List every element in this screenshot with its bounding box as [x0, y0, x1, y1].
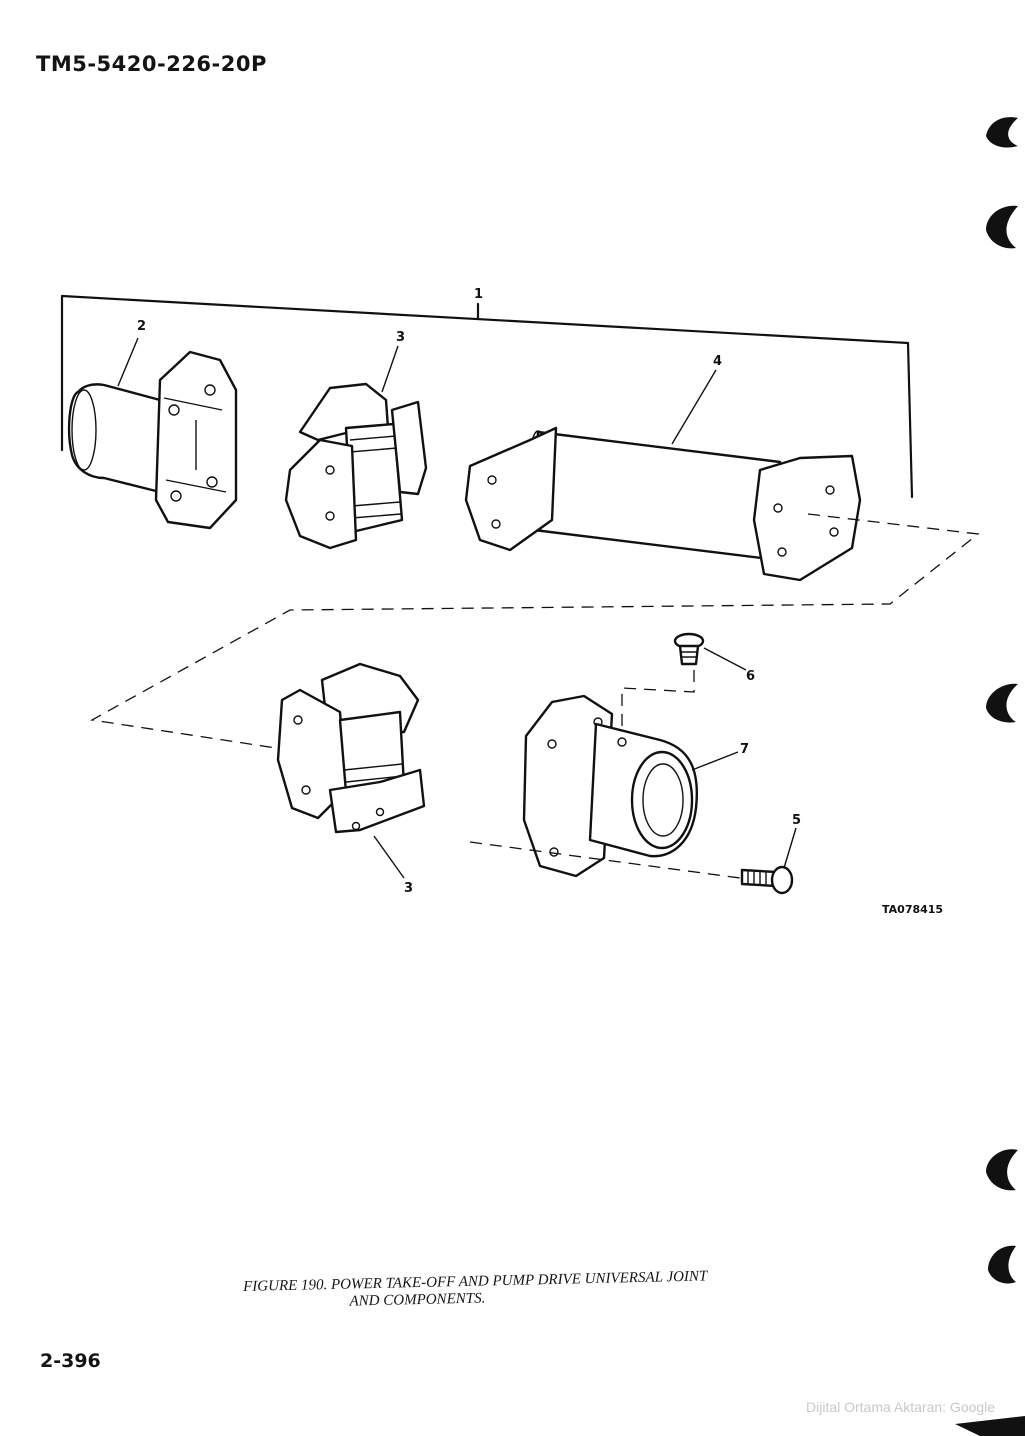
part-flange-hub: [469, 694, 741, 879]
part-end-yoke: [67, 350, 238, 530]
binder-holes: [955, 117, 1025, 1436]
part-universal-joint-upper: [284, 382, 428, 550]
part-plug: [621, 632, 705, 732]
callout-5: 5: [792, 813, 801, 828]
assembly-path-lines: [90, 513, 980, 749]
part-universal-joint-lower: [276, 662, 426, 834]
leader-lines: [117, 337, 797, 879]
document-code: TM5-5420-226-20P: [36, 52, 267, 76]
callout-2: 2: [137, 319, 146, 334]
digitizer-note: Dijital Ortama Aktaran: Google: [806, 1399, 996, 1415]
callout-4: 4: [713, 354, 722, 369]
callout-3-bottom: 3: [404, 881, 413, 896]
part-bolt: [740, 865, 794, 895]
page-number: 2-396: [40, 1350, 101, 1372]
callout-6: 6: [746, 669, 755, 684]
part-tube-shaft: [464, 426, 862, 582]
callout-7: 7: [740, 742, 749, 757]
callout-1: 1: [474, 287, 483, 302]
art-reference-code: TA078415: [882, 903, 944, 916]
assembly-bracket: [60, 294, 914, 499]
callout-3-top: 3: [396, 330, 405, 345]
